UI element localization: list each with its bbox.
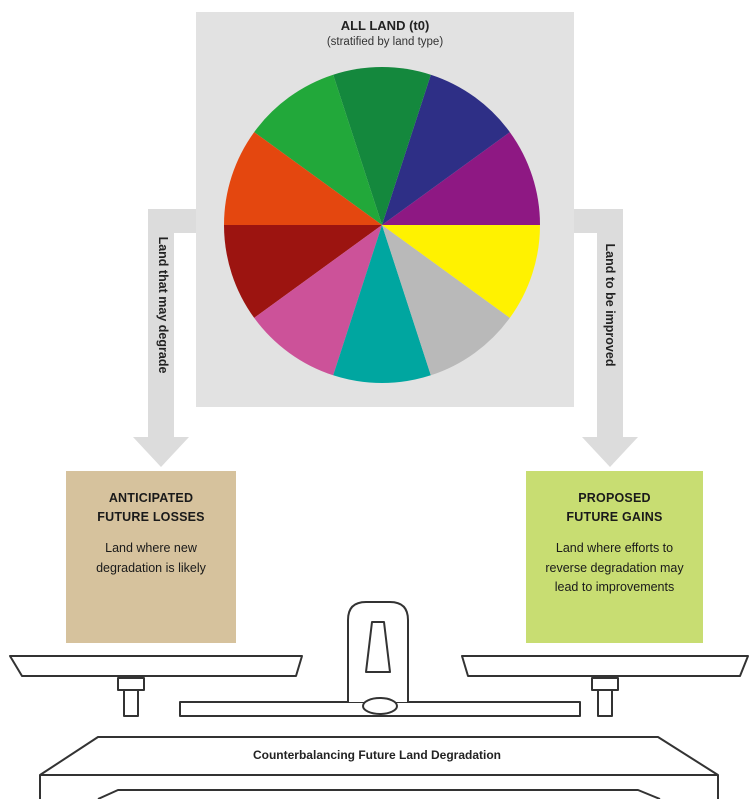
left-pan-post [117,677,145,691]
pie-slice [224,132,382,225]
gains-title-line1: PROPOSED [578,491,651,505]
pie-slice [224,225,382,318]
right-arrow [574,209,638,467]
left-arrow [133,209,196,467]
pie-slice [382,225,510,376]
anticipated-losses-box: ANTICIPATED FUTURE LOSSES Land where new… [66,471,236,643]
balance-scale [9,601,749,799]
scale-label: Counterbalancing Future Land Degradation [252,748,501,762]
pie-slice [254,225,382,376]
left-pan-post-base [123,689,139,717]
pie-title: ALL LAND (t0) [340,18,430,33]
left-arrow-label: Land that may degrade [156,236,170,374]
proposed-gains-box: PROPOSED FUTURE GAINS Land where efforts… [526,471,703,643]
pie-slice [333,66,431,225]
scale-base [39,736,719,799]
right-arrow-label: Land to be improved [603,243,617,367]
pie-slice [333,225,431,384]
left-pan [9,655,303,677]
pie-subtitle: (stratified by land type) [326,36,444,48]
scale-pillar-slot [365,621,391,673]
losses-title-line1: ANTICIPATED [108,491,194,505]
right-pan-post-base [597,689,613,717]
pie-slice [382,225,540,318]
scale-base-inner [97,789,661,799]
scale-pivot [362,697,398,715]
losses-description: Land where new degradation is likely [96,541,206,575]
right-pan-post [591,677,619,691]
pie-slice [254,74,382,225]
pie-slice [382,74,510,225]
gains-title-line2: FUTURE GAINS [566,510,663,524]
losses-title-line2: FUTURE LOSSES [97,510,205,524]
right-pan [461,655,749,677]
gains-description: Land where efforts to reverse degradatio… [545,541,684,594]
land-type-pie [224,66,540,384]
pie-slice [382,132,540,225]
